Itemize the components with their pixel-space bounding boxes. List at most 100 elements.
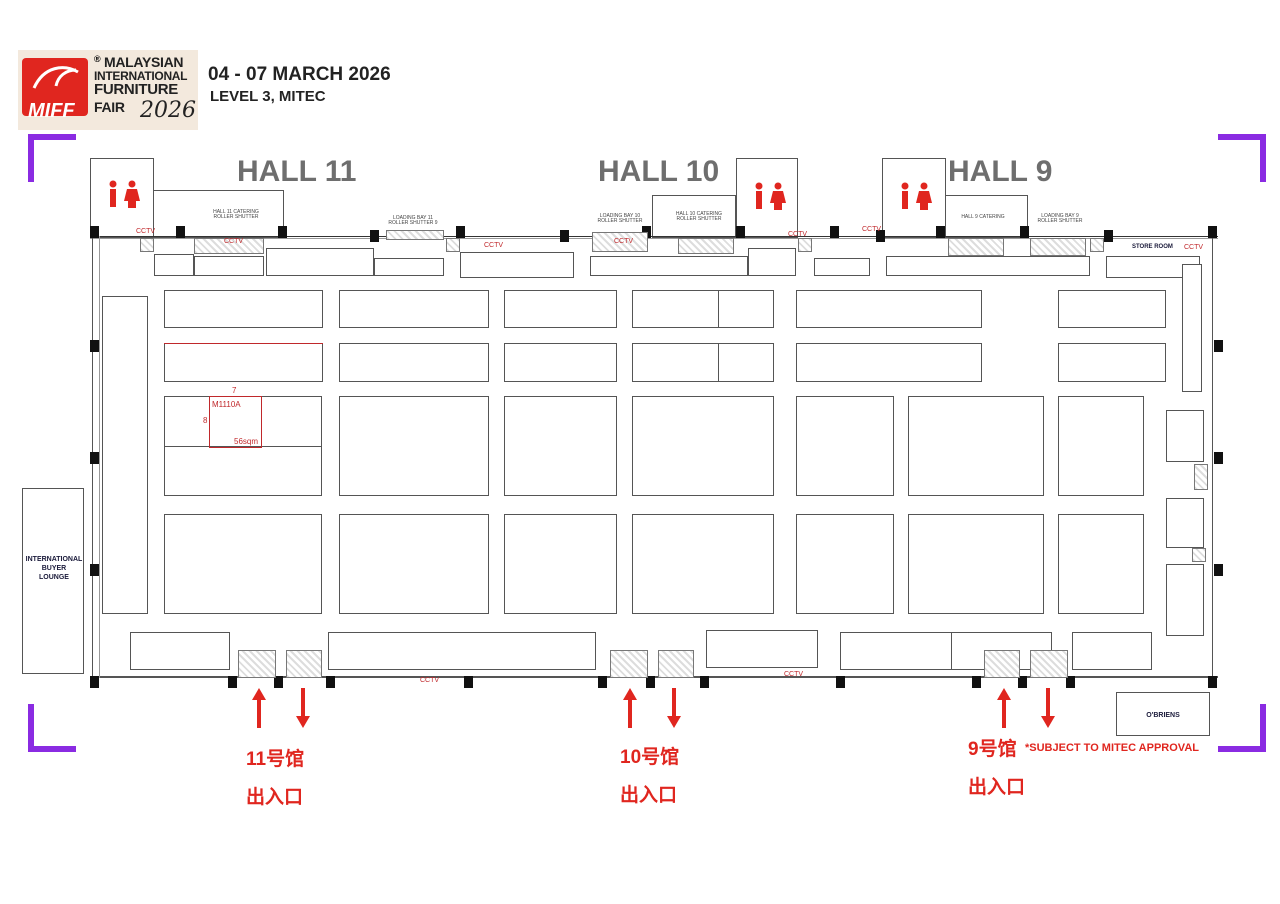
column	[1066, 676, 1075, 688]
column	[90, 340, 99, 352]
logo-line-1: MALAYSIAN	[104, 54, 184, 70]
column	[90, 452, 99, 464]
loading-9-label: LOADING BAY 9 ROLLER SHUTTER	[1037, 213, 1083, 224]
crop-mark-bottom-left	[28, 704, 76, 752]
booth[interactable]	[632, 514, 774, 614]
column	[700, 676, 709, 688]
column	[90, 564, 99, 576]
booth[interactable]	[504, 343, 617, 382]
column	[370, 230, 379, 242]
column	[560, 230, 569, 242]
catering-11-label: HALL 11 CATERING ROLLER SHUTTER	[213, 209, 259, 220]
column	[228, 676, 237, 688]
booth-area: 56sqm	[234, 437, 259, 446]
booth[interactable]	[796, 514, 894, 614]
loading-9-area	[1030, 238, 1086, 256]
booth[interactable]	[339, 514, 489, 614]
column	[90, 676, 99, 688]
entrance-9-hall: 9号馆	[968, 739, 1017, 760]
booth[interactable]	[339, 290, 489, 328]
column	[736, 226, 745, 238]
hall-10-label: HALL 10	[598, 155, 720, 188]
approval-note: *SUBJECT TO MITEC APPROVAL	[1025, 742, 1199, 754]
obriens-kiosk[interactable]: O'BRIENS	[1116, 692, 1210, 736]
catering-10	[652, 195, 736, 238]
arrow-down-icon	[667, 688, 681, 728]
column	[936, 226, 945, 238]
booth[interactable]	[504, 514, 617, 614]
cctv-label: CCTV	[224, 238, 244, 245]
booth[interactable]	[164, 514, 322, 614]
column	[1020, 226, 1029, 238]
arrow-down-icon	[296, 688, 310, 728]
international-buyer-lounge[interactable]: INTERNATIONAL BUYER LOUNGE	[22, 488, 84, 674]
booth[interactable]	[908, 396, 1044, 496]
column	[598, 676, 607, 688]
column	[274, 676, 283, 688]
booth-divider	[718, 343, 719, 382]
store-room-label: STORE ROOM	[1132, 244, 1173, 250]
column	[1104, 230, 1113, 242]
booth[interactable]	[796, 343, 982, 382]
cctv-label: CCTV	[784, 671, 804, 678]
catering-9-area	[948, 238, 1004, 256]
arrow-up-icon	[252, 688, 266, 728]
crop-mark-top-left	[28, 134, 76, 182]
restroom-icon	[109, 180, 140, 208]
hall-right-wall	[1212, 236, 1213, 678]
column	[278, 226, 287, 238]
column	[1208, 226, 1217, 238]
column	[176, 226, 185, 238]
column	[456, 226, 465, 238]
catering-10-label: HALL 10 CATERING ROLLER SHUTTER	[675, 211, 723, 222]
logo-line-2: INTERNATIONAL	[94, 69, 188, 83]
loading-11-area	[386, 230, 444, 240]
booth[interactable]	[1058, 396, 1144, 496]
event-date: 04 - 07 MARCH 2026	[208, 64, 391, 85]
entrance-9-label: 出入口	[968, 777, 1026, 798]
entrance-door-11a	[238, 650, 276, 678]
cctv-label: CCTV	[420, 677, 440, 684]
cctv-label: CCTV	[484, 242, 504, 249]
cctv-label: CCTV	[136, 228, 156, 235]
column	[1214, 340, 1223, 352]
entrance-door-10b	[658, 650, 694, 678]
booth[interactable]	[1058, 290, 1166, 328]
column	[972, 676, 981, 688]
booth[interactable]	[339, 343, 489, 382]
booth[interactable]	[1058, 514, 1144, 614]
entrance-door-9b	[1030, 650, 1068, 678]
crop-mark-bottom-right	[1218, 704, 1266, 752]
booth[interactable]	[504, 290, 617, 328]
booth[interactable]	[504, 396, 617, 496]
booth[interactable]	[1058, 343, 1166, 382]
booth-dim-left: 8	[203, 416, 208, 425]
entrance-10-label: 出入口	[620, 785, 678, 806]
booth[interactable]	[632, 343, 774, 382]
restroom-block-10	[736, 158, 798, 238]
booth[interactable]	[339, 396, 489, 496]
column	[876, 230, 885, 242]
antler-icon	[32, 66, 79, 89]
booth[interactable]	[164, 343, 323, 382]
booth[interactable]	[796, 290, 982, 328]
entrance-door-9a	[984, 650, 1020, 678]
arrow-down-icon	[1041, 688, 1055, 728]
booth[interactable]	[632, 396, 774, 496]
column	[464, 676, 473, 688]
booth[interactable]	[796, 396, 894, 496]
registered-mark: ®	[94, 54, 101, 64]
crop-mark-top-right	[1218, 134, 1266, 182]
arrow-up-icon	[997, 688, 1011, 728]
logo-line-3: FURNITURE	[94, 81, 178, 98]
restroom-block-9	[882, 158, 946, 238]
booth[interactable]	[908, 514, 1044, 614]
booth[interactable]	[164, 290, 323, 328]
booth[interactable]	[632, 290, 774, 328]
booth-m1110a[interactable]: M1110A 56sqm	[209, 396, 262, 448]
restroom-block-11	[90, 158, 154, 238]
column	[646, 676, 655, 688]
booth-edge	[164, 343, 323, 344]
catering-11-area	[194, 238, 264, 254]
